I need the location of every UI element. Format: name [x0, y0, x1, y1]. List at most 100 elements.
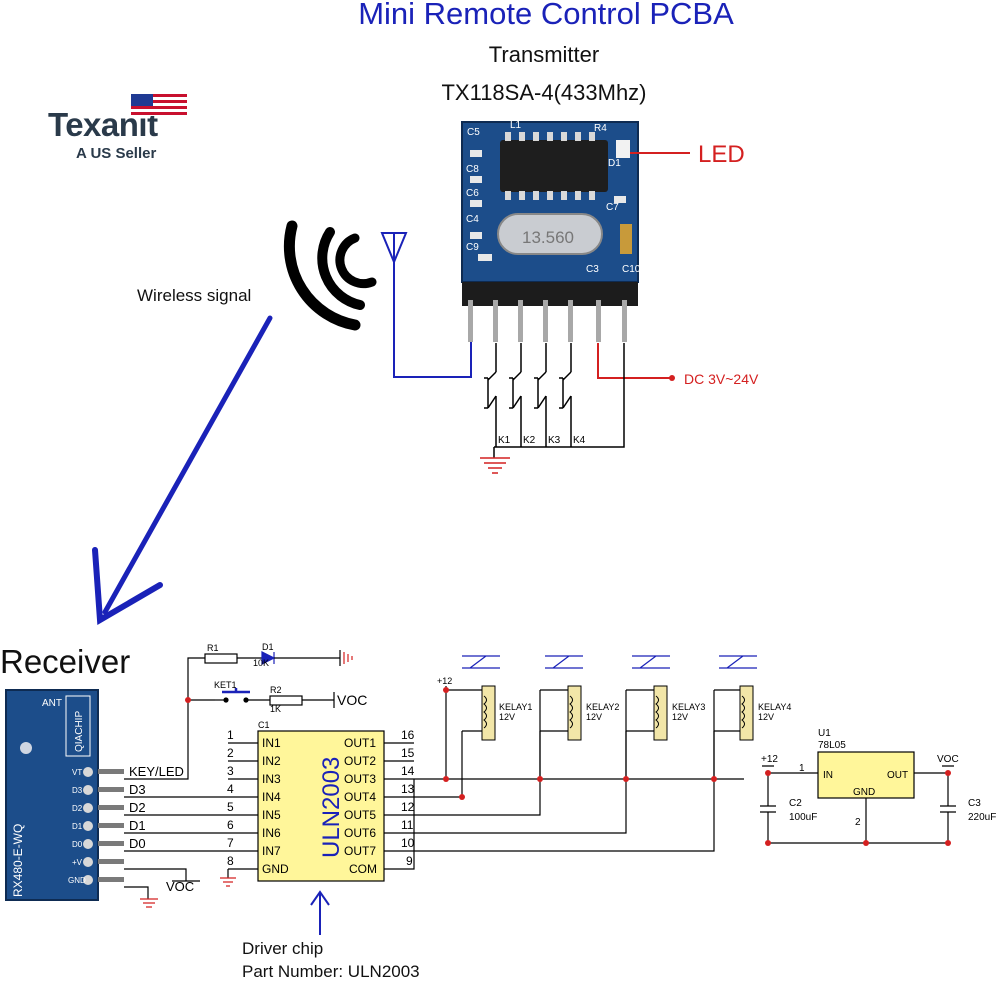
regulator-part: 78L05: [818, 740, 846, 751]
pin-gnd: GND: [68, 876, 86, 885]
pin-out3: OUT3: [344, 772, 376, 786]
pin-11: 11: [401, 818, 414, 832]
regulator-gnd: GND: [853, 787, 875, 798]
regulator-pin1: 1: [799, 763, 805, 774]
silk-c3: C3: [586, 264, 599, 275]
pin-5: 5: [227, 800, 234, 814]
r1-value: 10K: [253, 658, 269, 668]
driver-chip-label: Driver chip: [242, 939, 324, 958]
signal-d3: D3: [129, 782, 146, 797]
pin-out4: OUT4: [344, 790, 376, 804]
wireless-signal-label: Wireless signal: [137, 286, 252, 305]
relay1-name: KELAY1: [499, 702, 532, 712]
regulator-in: IN: [823, 770, 833, 781]
receiver-voc-label: VOC: [166, 879, 194, 894]
pin-9: 9: [406, 854, 413, 868]
r1-label: R1: [207, 643, 219, 653]
receiver-ant-label: ANT: [42, 698, 62, 709]
key-k1-label: K1: [498, 435, 511, 446]
transmitter-pcb: 13.560 C5 L1 R4 D1 C8 C4 C7 C6 C9 C3 C10: [461, 120, 641, 342]
silk-c8: C8: [466, 164, 479, 175]
c2-name: C2: [789, 798, 802, 809]
regulator-vin: +12: [761, 754, 778, 765]
signal-key-led: KEY/LED: [129, 764, 184, 779]
pin-13: 13: [401, 782, 415, 796]
regulator-out: OUT: [887, 770, 908, 781]
pin-out5: OUT5: [344, 808, 376, 822]
key-k2-label: K2: [523, 435, 536, 446]
silk-l1: L1: [510, 120, 522, 131]
pin-d0: D0: [72, 840, 83, 849]
key-k3-label: K3: [548, 435, 561, 446]
receiver-part-label: RX480-E-WQ: [11, 824, 25, 897]
driver-chip-arrow: [310, 890, 330, 935]
relay2-name: KELAY2: [586, 702, 619, 712]
voltage-regulator: [760, 751, 956, 846]
pin-d2: D2: [72, 804, 83, 813]
pin-vt: VT: [72, 768, 82, 777]
pin-in5: IN5: [262, 808, 281, 822]
relay3-voltage: 12V: [672, 712, 688, 722]
led-label: LED: [698, 141, 745, 168]
regulator-vout: VOC: [937, 754, 959, 765]
relay3-name: KELAY3: [672, 702, 705, 712]
pin-d1: D1: [72, 822, 83, 831]
pin-in1: IN1: [262, 736, 281, 750]
pin-7: 7: [227, 836, 234, 850]
pin-in3: IN3: [262, 772, 281, 786]
receiver-brand-label: QIACHIP: [74, 711, 85, 752]
pin-15: 15: [401, 746, 415, 760]
pin-8: 8: [227, 854, 234, 868]
pin-gnd-name: GND: [262, 862, 289, 876]
pin-16: 16: [401, 728, 415, 742]
antenna-icon: [380, 232, 472, 378]
pin-out1: OUT1: [344, 736, 376, 750]
silk-c6: C6: [466, 188, 479, 199]
chip-ref: C1: [258, 720, 270, 730]
pin-10: 10: [401, 836, 415, 850]
wireless-arrow-icon: [92, 315, 273, 626]
relay4-name: KELAY4: [758, 702, 791, 712]
uln2003-chip: ULN2003 C1: [257, 720, 385, 882]
regulator-pin2: 2: [855, 817, 861, 828]
silk-c4: C4: [466, 214, 479, 225]
receiver-wiring: [124, 650, 353, 908]
supply-label: +12: [437, 676, 452, 686]
pin-in2: IN2: [262, 754, 281, 768]
relay4-voltage: 12V: [758, 712, 774, 722]
silk-c9: C9: [466, 242, 479, 253]
power-lead: [597, 343, 672, 379]
r2-label: R2: [270, 685, 282, 695]
relay2-voltage: 12V: [586, 712, 602, 722]
receiver-module: RX480-E-WQ QIACHIP ANT VT D3 D2 D1 D0 +V…: [5, 689, 124, 901]
pin-in4: IN4: [262, 790, 281, 804]
key-k4-label: K4: [573, 435, 586, 446]
brand-tagline: A US Seller: [76, 145, 157, 162]
us-flag-icon: [131, 94, 187, 116]
relay1-voltage: 12V: [499, 712, 515, 722]
pin-6: 6: [227, 818, 234, 832]
pin-out6: OUT6: [344, 826, 376, 840]
pin-1: 1: [227, 728, 234, 742]
receiver-label: Receiver: [0, 643, 131, 680]
power-label: DC 3V~24V: [684, 371, 759, 387]
d1-label: D1: [262, 642, 274, 652]
silk-c7: C7: [606, 202, 619, 213]
pin-4: 4: [227, 782, 234, 796]
transmitter-label: Transmitter: [488, 42, 600, 67]
pin-in7: IN7: [262, 844, 281, 858]
pin-2: 2: [227, 746, 234, 760]
pin-in6: IN6: [262, 826, 281, 840]
pin-3: 3: [227, 764, 234, 778]
r2-value: 1K: [270, 704, 281, 714]
ket1-label: KET1: [214, 680, 237, 690]
chip-name: ULN2003: [318, 757, 345, 858]
c3-name: C3: [968, 798, 981, 809]
pin-14: 14: [401, 764, 415, 778]
page-title: Mini Remote Control PCBA: [358, 0, 734, 31]
signal-d2: D2: [129, 800, 146, 815]
signal-d1: D1: [129, 818, 146, 833]
signal-d0: D0: [129, 836, 146, 851]
silk-r4: R4: [594, 123, 607, 134]
